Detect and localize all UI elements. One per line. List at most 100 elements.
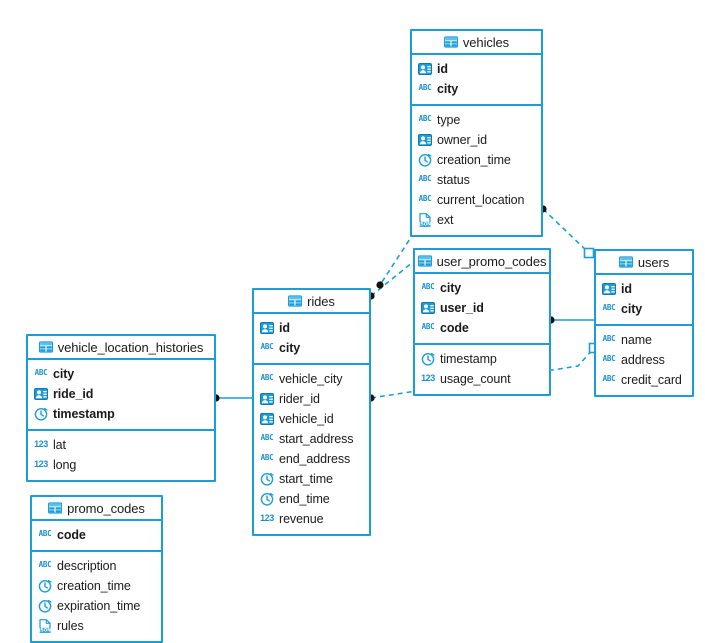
table-header-rides[interactable]: rides bbox=[254, 290, 369, 314]
field-row-vehicle_location_histories-city[interactable]: ABC city bbox=[28, 364, 214, 384]
field-name: city bbox=[437, 82, 459, 96]
field-row-vehicles-type[interactable]: ABC type bbox=[412, 110, 541, 130]
abc-text-type-icon: ABC bbox=[418, 114, 432, 124]
abc-text-type-icon: ABC bbox=[260, 373, 274, 383]
abc-text-type-icon: ABC bbox=[418, 194, 432, 204]
field-name: type bbox=[437, 113, 461, 127]
field-name: start_address bbox=[279, 432, 354, 446]
field-row-vehicles-owner_id[interactable]: owner_id bbox=[412, 130, 541, 150]
clock-timestamp-icon bbox=[260, 492, 274, 506]
relationship-vlh-to-rides[interactable] bbox=[212, 394, 252, 402]
field-name: end_address bbox=[279, 452, 351, 466]
table-header-vehicles[interactable]: vehicles bbox=[412, 31, 541, 55]
json-document-icon: JSON bbox=[418, 213, 432, 227]
clock-timestamp-icon bbox=[418, 153, 432, 167]
field-row-vehicles-creation_time[interactable]: creation_time bbox=[412, 150, 541, 170]
svg-text:JSON: JSON bbox=[39, 628, 51, 633]
field-row-users-id[interactable]: id bbox=[596, 279, 692, 299]
field-name: timestamp bbox=[53, 407, 115, 421]
json-document-icon: JSON bbox=[38, 619, 52, 633]
field-row-vehicles-id[interactable]: id bbox=[412, 59, 541, 79]
table-title: promo_codes bbox=[67, 500, 145, 516]
primary-key-section-vehicle_location_histories: ABC city ride_id timestamp bbox=[28, 360, 214, 431]
field-row-user_promo_codes-timestamp[interactable]: timestamp bbox=[415, 349, 549, 369]
field-row-vehicle_location_histories-ride_id[interactable]: ride_id bbox=[28, 384, 214, 404]
field-name: start_time bbox=[279, 472, 333, 486]
table-icon bbox=[288, 294, 303, 308]
field-row-rides-rider_id[interactable]: rider_id bbox=[254, 389, 369, 409]
field-name: user_id bbox=[440, 301, 484, 315]
table-header-users[interactable]: users bbox=[596, 251, 692, 275]
table-title: users bbox=[637, 254, 670, 270]
field-name: usage_count bbox=[440, 372, 511, 386]
abc-text-type-icon: ABC bbox=[34, 368, 48, 378]
edge-endpoint-square bbox=[583, 247, 595, 259]
field-name: address bbox=[621, 353, 665, 367]
abc-text-type-icon: ABC bbox=[260, 342, 274, 352]
field-row-rides-start_time[interactable]: start_time bbox=[254, 469, 369, 489]
field-name: rules bbox=[57, 619, 84, 633]
field-row-vehicle_location_histories-timestamp[interactable]: timestamp bbox=[28, 404, 214, 424]
123-number-type-icon: 123 bbox=[260, 512, 274, 523]
abc-text-type-icon: ABC bbox=[602, 374, 616, 384]
fields-section-user_promo_codes: timestamp 123 usage_count bbox=[415, 345, 549, 394]
field-name: id bbox=[437, 62, 448, 76]
relationship-user_promo_codes-to-users[interactable] bbox=[547, 316, 594, 324]
field-row-promo_codes-expiration_time[interactable]: expiration_time bbox=[32, 596, 161, 616]
123-number-type-icon: 123 bbox=[421, 372, 435, 383]
field-name: city bbox=[53, 367, 75, 381]
clock-timestamp-icon bbox=[421, 352, 435, 366]
table-header-promo_codes[interactable]: promo_codes bbox=[32, 497, 161, 521]
field-name: city bbox=[279, 341, 301, 355]
field-row-rides-id[interactable]: id bbox=[254, 318, 369, 338]
field-name: code bbox=[440, 321, 469, 335]
field-row-rides-city[interactable]: ABC city bbox=[254, 338, 369, 358]
field-row-rides-end_time[interactable]: end_time bbox=[254, 489, 369, 509]
field-row-rides-vehicle_id[interactable]: vehicle_id bbox=[254, 409, 369, 429]
table-header-user_promo_codes[interactable]: user_promo_codes bbox=[415, 250, 549, 274]
field-row-user_promo_codes-user_id[interactable]: user_id bbox=[415, 298, 549, 318]
table-header-vehicle_location_histories[interactable]: vehicle_location_histories bbox=[28, 336, 214, 360]
field-row-user_promo_codes-usage_count[interactable]: 123 usage_count bbox=[415, 369, 549, 389]
table-icon bbox=[38, 340, 53, 354]
field-name: owner_id bbox=[437, 133, 487, 147]
field-name: name bbox=[621, 333, 652, 347]
field-name: status bbox=[437, 173, 470, 187]
field-row-promo_codes-creation_time[interactable]: creation_time bbox=[32, 576, 161, 596]
abc-text-type-icon: ABC bbox=[421, 282, 435, 292]
relationship-rides-to-user_promo_codes[interactable] bbox=[367, 261, 414, 300]
field-row-promo_codes-rules[interactable]: JSON rules bbox=[32, 616, 161, 636]
field-name: long bbox=[53, 458, 77, 472]
